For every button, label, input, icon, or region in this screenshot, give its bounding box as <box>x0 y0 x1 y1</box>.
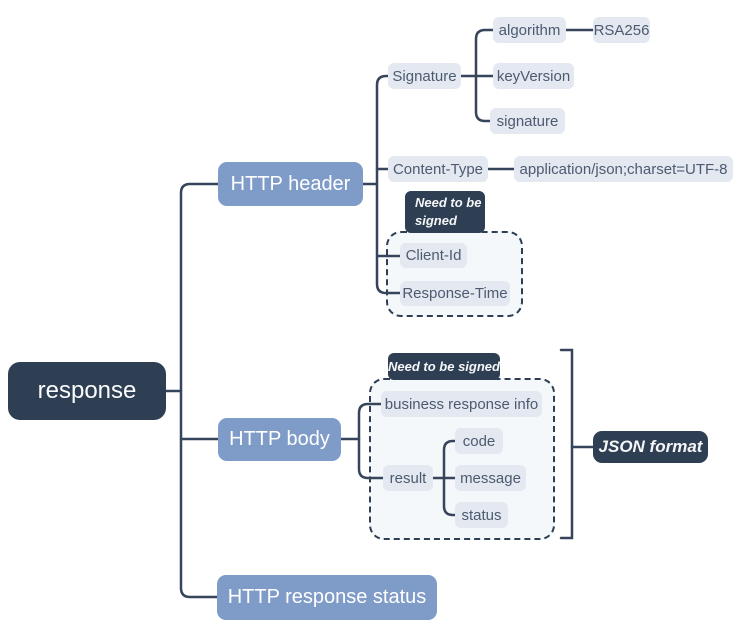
trunk-root <box>164 182 220 599</box>
trunk-signature <box>459 28 595 123</box>
callout-need-signed-body[interactable]: Need to be signed <box>388 353 500 380</box>
node-http-header[interactable]: HTTP header <box>218 162 363 206</box>
node-content-type-value[interactable]: application/json;charset=UTF-8 <box>514 156 733 182</box>
callout-need-signed-header[interactable]: Need to be signed <box>405 191 485 233</box>
callout-need-signed-header-line1: Need to be <box>415 195 482 211</box>
node-result[interactable]: result <box>383 465 433 491</box>
node-http-body[interactable]: HTTP body <box>218 418 341 461</box>
node-message[interactable]: message <box>455 465 526 491</box>
node-client-id[interactable]: Client-Id <box>400 243 467 268</box>
trunk-http-body <box>339 402 385 480</box>
node-business-response-info[interactable]: business response info <box>381 391 542 417</box>
node-algorithm[interactable]: algorithm <box>493 17 566 43</box>
node-signature-field[interactable]: signature <box>490 108 565 134</box>
node-signature-topic[interactable]: Signature <box>388 63 461 89</box>
node-content-type[interactable]: Content-Type <box>388 156 488 182</box>
trunk-http-header <box>361 74 402 295</box>
node-code[interactable]: code <box>455 428 503 454</box>
node-response-time[interactable]: Response-Time <box>400 281 510 306</box>
callout-need-signed-header-line2: signed <box>415 213 457 228</box>
trunk-result <box>431 439 457 517</box>
node-rsa256[interactable]: RSA256 <box>593 17 650 43</box>
json-format-bracket <box>559 348 595 540</box>
node-key-version[interactable]: keyVersion <box>493 63 574 89</box>
node-status[interactable]: status <box>455 502 508 528</box>
callout-json-format[interactable]: JSON format <box>593 431 708 463</box>
node-http-response-status[interactable]: HTTP response status <box>217 575 437 620</box>
node-response[interactable]: response <box>8 362 166 420</box>
